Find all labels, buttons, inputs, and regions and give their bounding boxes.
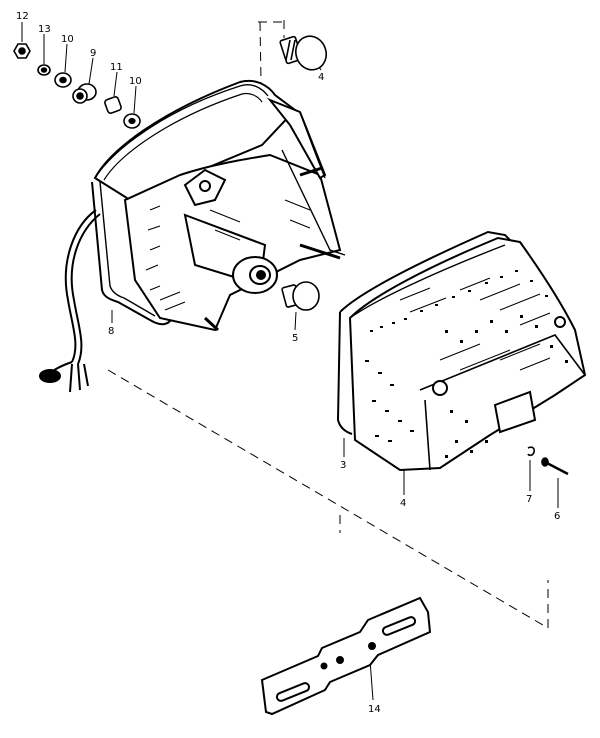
screw-6-washer-7 — [527, 446, 569, 476]
callout-14: 14 — [368, 704, 381, 715]
callout-6: 6 — [554, 511, 560, 522]
wiring-harness — [39, 209, 101, 393]
grommet-9 — [72, 83, 97, 104]
license-bracket-14 — [260, 596, 432, 716]
collar-11 — [104, 96, 122, 114]
callout-3: 3 — [340, 460, 346, 471]
callout-labels: 12 13 10 9 11 10 4 5 8 3 4 7 6 14 — [16, 11, 560, 715]
callout-9: 9 — [90, 48, 96, 59]
callout-8: 8 — [108, 326, 114, 337]
callout-10: 10 — [61, 34, 74, 45]
callout-4-bulb: 4 — [318, 72, 324, 83]
callout-13: 13 — [38, 24, 51, 35]
callout-4-lens: 4 — [400, 498, 406, 509]
bulb-5 — [281, 281, 320, 311]
washer-10b — [123, 113, 141, 129]
bulb-4 — [279, 35, 328, 71]
lamp-housing-8 — [91, 79, 346, 332]
washer-10a — [54, 72, 72, 88]
callout-5: 5 — [292, 333, 298, 344]
washer-13 — [37, 64, 51, 76]
callout-7: 7 — [526, 494, 532, 505]
fastener-parts — [13, 43, 141, 129]
nut-12 — [13, 43, 31, 59]
callout-12: 12 — [16, 11, 29, 22]
lens-cover-4 — [336, 230, 587, 472]
callout-10-second: 10 — [129, 76, 142, 87]
callout-11: 11 — [110, 62, 123, 73]
